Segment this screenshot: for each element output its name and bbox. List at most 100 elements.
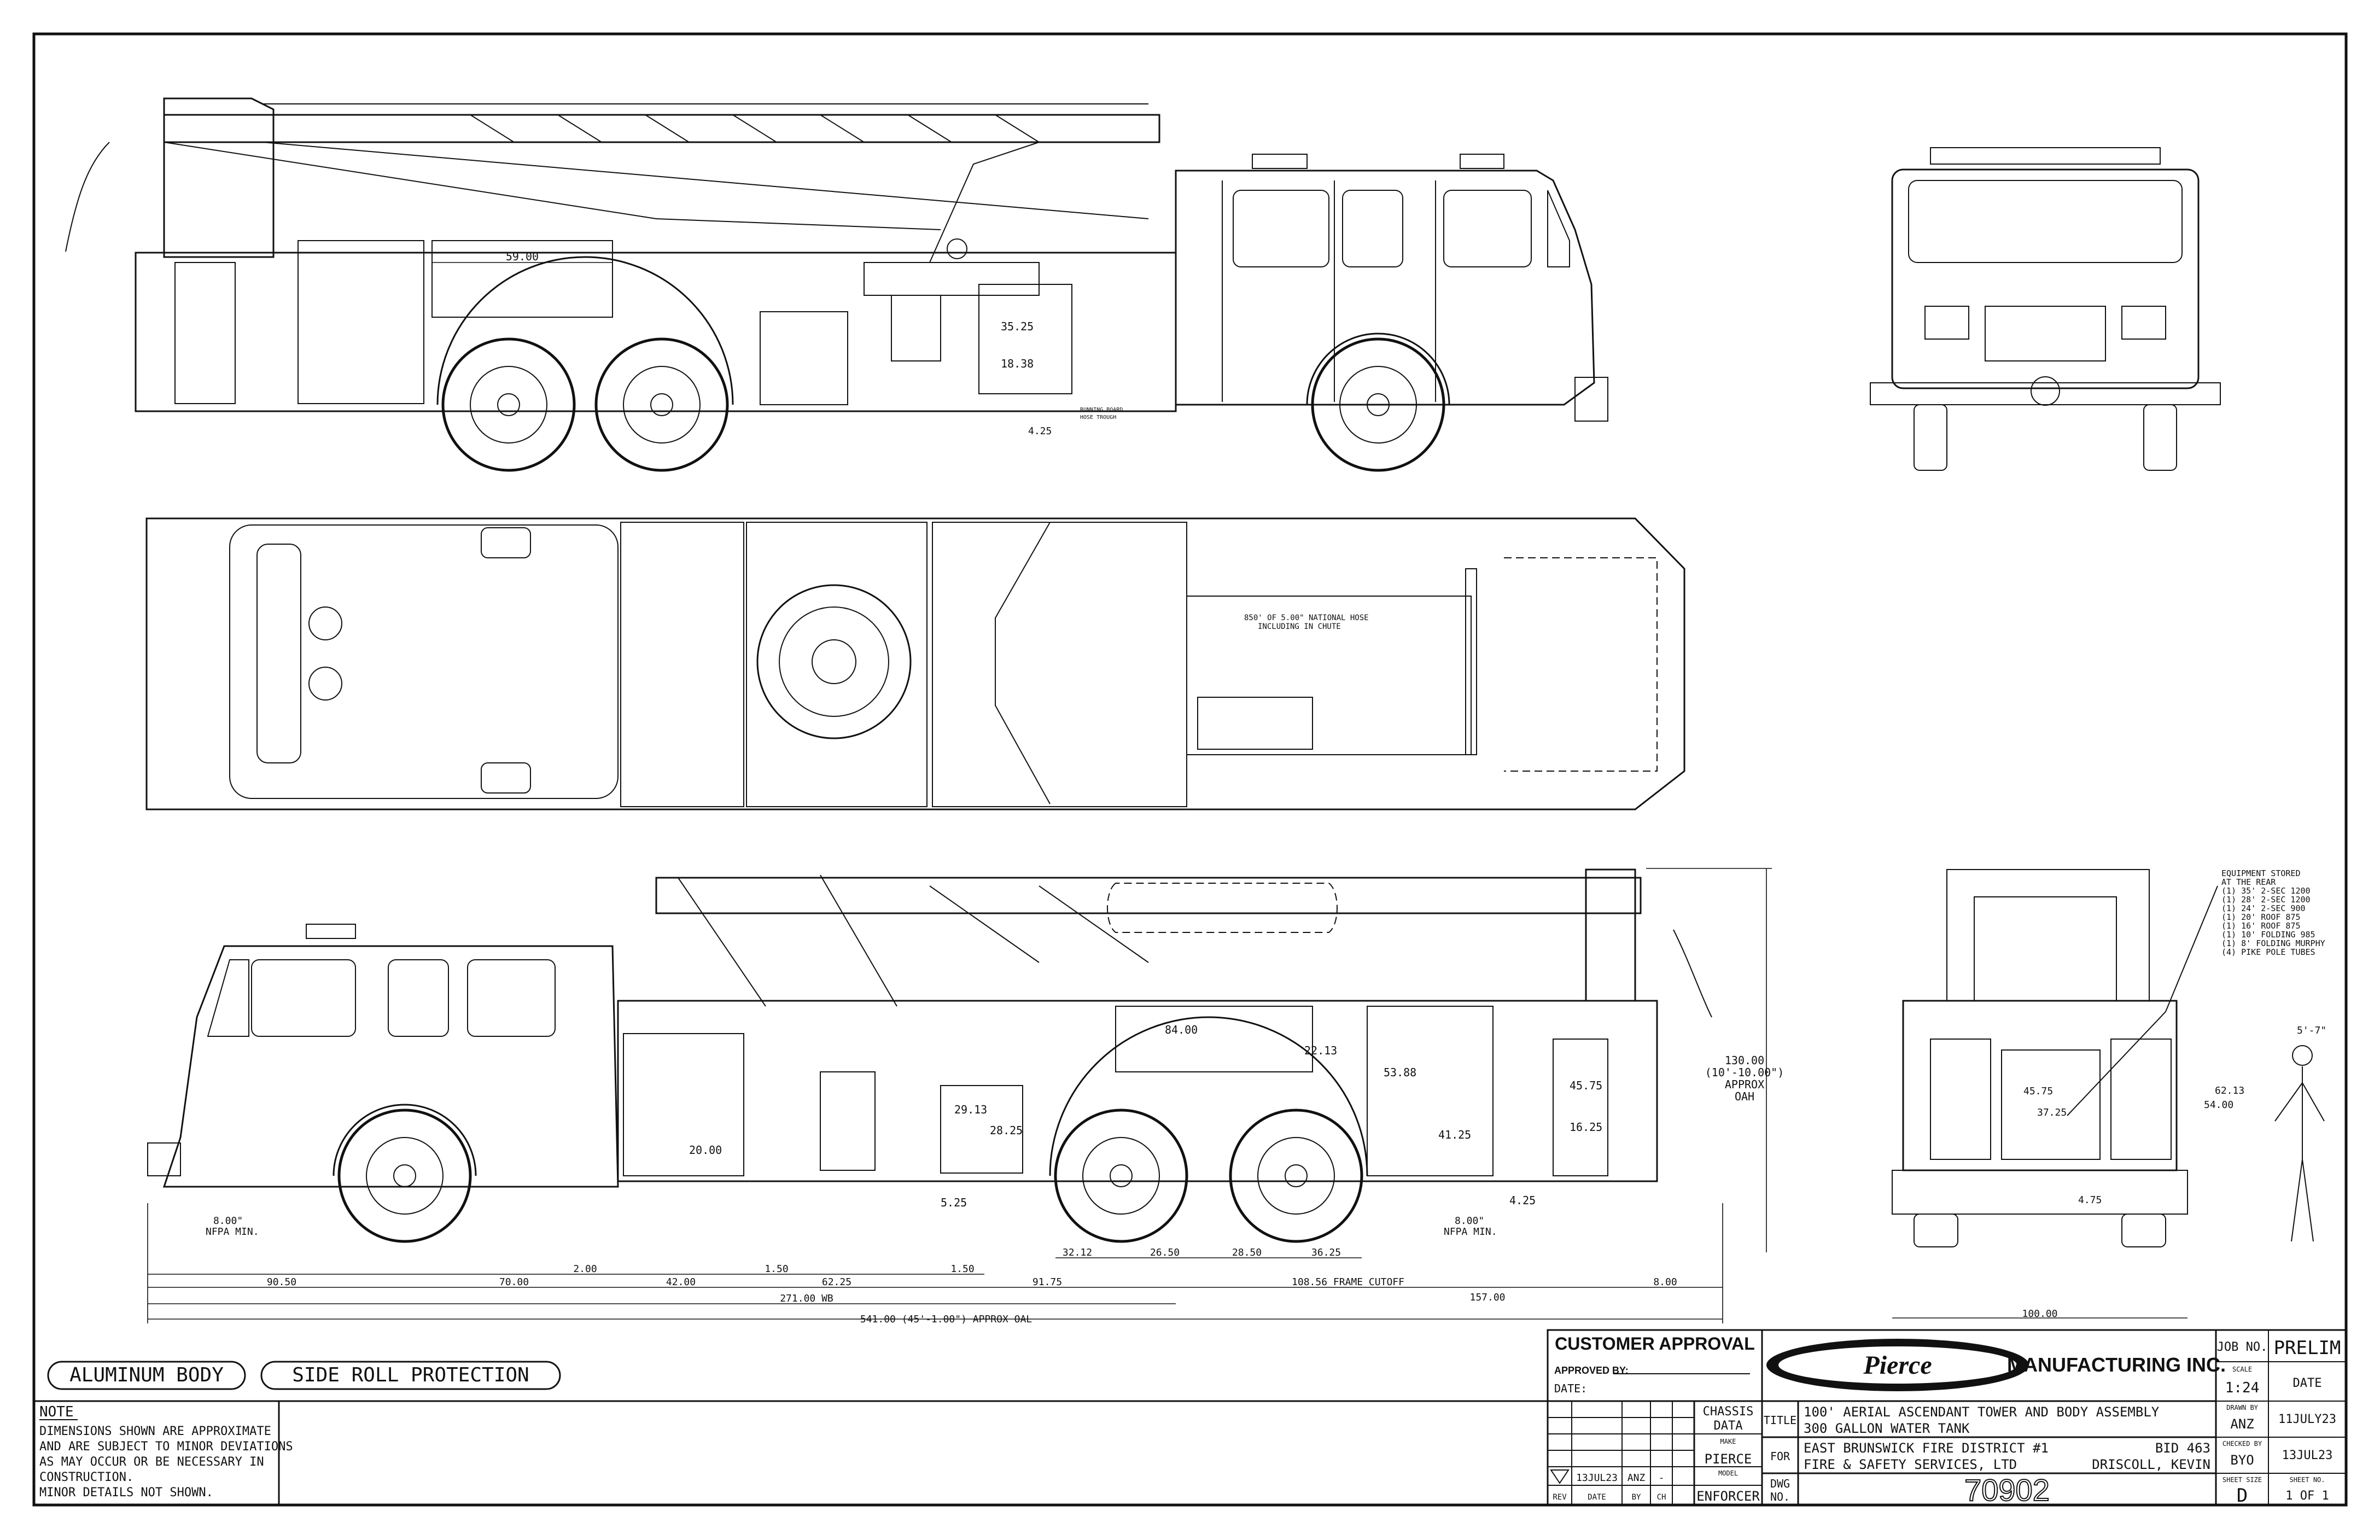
height-dim-3: APPROX	[1725, 1078, 1764, 1091]
dimension-rows: 2.00 1.50 1.50 32.12 26.50 28.50 36.25 9…	[147, 1203, 1723, 1325]
pierce-logo: Pierce	[1766, 1339, 2029, 1391]
badge-side-roll: SIDE ROLL PROTECTION	[292, 1364, 529, 1386]
note-line: DIMENSIONS SHOWN ARE APPROXIMATE	[39, 1425, 271, 1438]
checked-by-label: CHECKED BY	[2222, 1440, 2262, 1448]
scale-label: SCALE	[2232, 1366, 2252, 1373]
top-side-view: 59.00 35.25 18.38 4.25 RUNNING BOARD HOS…	[65, 97, 1608, 472]
for-label: FOR	[1770, 1450, 1790, 1463]
note-line: AS MAY OCCUR OR BE NECESSARY IN	[39, 1455, 264, 1469]
rev-row-ch: -	[1659, 1472, 1665, 1484]
row3-dim-5: 108.56 FRAME CUTOFF	[1292, 1276, 1404, 1288]
height-dim-2: (10'-10.00")	[1705, 1066, 1784, 1079]
plan-view: 850' OF 5.00" NATIONAL HOSE INCLUDING IN…	[145, 517, 1685, 810]
equipment-line: (1) 8' FOLDING MURPHY	[2221, 938, 2325, 948]
equipment-line: (1) 35' 2-SEC 1200	[2221, 886, 2311, 896]
date-label: DATE	[2293, 1376, 2322, 1390]
rear-dim-54: 54.00	[2204, 1099, 2233, 1111]
row3-dim-2: 42.00	[666, 1276, 696, 1288]
job-no-value: PRELIM	[2274, 1337, 2341, 1359]
equipment-line: EQUIPMENT STORED	[2221, 868, 2301, 878]
rev-header-rev: REV	[1553, 1493, 1567, 1502]
drawing-number: 70902	[1964, 1473, 2050, 1507]
bid-number: BID 463	[2155, 1440, 2210, 1456]
dim-29-13: 29.13	[954, 1103, 987, 1116]
badge-aluminum-body: ALUMINUM BODY	[69, 1364, 224, 1386]
note-line: AND ARE SUBJECT TO MINOR DEVIATIONS	[39, 1440, 293, 1454]
equipment-line: (1) 10' FOLDING 985	[2221, 930, 2315, 940]
wheelbase-dim: 271.00 WB	[780, 1293, 833, 1304]
hose-label-1: 850' OF 5.00" NATIONAL HOSE	[1244, 614, 1369, 622]
top-dim-35: 35.25	[1001, 320, 1034, 333]
row3-dim-0: 90.50	[267, 1276, 296, 1288]
salesperson: DRISCOLL, KEVIN	[2092, 1457, 2210, 1472]
dwg-label-2: NO.	[1770, 1490, 1790, 1503]
equipment-line: (1) 20' ROOF 875	[2221, 912, 2301, 922]
logo-wordmark: Pierce	[1863, 1351, 1932, 1380]
scale-value: 1:24	[2225, 1380, 2260, 1396]
chassis-label-1: CHASSIS	[1703, 1405, 1754, 1419]
dwg-label-1: DWG	[1770, 1477, 1790, 1490]
construction-badges: ALUMINUM BODY SIDE ROLL PROTECTION	[47, 1361, 561, 1390]
dim-16-25: 16.25	[1570, 1121, 1602, 1134]
info-column: JOB NO. PRELIM SCALE 1:24 DATE DRAWN BY …	[2215, 1329, 2347, 1507]
row3-dim-6: 157.00	[1469, 1292, 1505, 1303]
row1-dim-1: 1.50	[765, 1263, 788, 1275]
rear-dim-45-75: 45.75	[2023, 1086, 2053, 1097]
for-line-1: EAST BRUNSWICK FIRE DISTRICT #1	[1804, 1440, 2049, 1456]
dim-28-25: 28.25	[990, 1124, 1023, 1137]
top-dim-59: 59.00	[506, 250, 539, 263]
chassis-label-2: DATA	[1714, 1419, 1743, 1433]
sheet-size-label: SHEET SIZE	[2222, 1476, 2262, 1484]
sheet-no-label: SHEET NO.	[2289, 1476, 2325, 1484]
note-block: NOTE DIMENSIONS SHOWN ARE APPROXIMATE AN…	[34, 1400, 1548, 1505]
hose-label-2: INCLUDING IN CHUTE	[1258, 622, 1341, 631]
rear-dim-37-25: 37.25	[2037, 1107, 2067, 1118]
title-label: TITLE	[1764, 1414, 1796, 1427]
customer-approval-title: CUSTOMER APPROVAL	[1555, 1334, 1755, 1354]
drawn-by-value: ANZ	[2230, 1416, 2254, 1432]
job-no-label: JOB NO.	[2217, 1340, 2268, 1354]
height-dim-4: OAH	[1735, 1090, 1754, 1103]
equipment-line: (1) 28' 2-SEC 1200	[2221, 895, 2311, 905]
drawn-by-label: DRAWN BY	[2226, 1404, 2259, 1411]
for-line-2: FIRE & SAFETY SERVICES, LTD	[1804, 1457, 2017, 1472]
rev-header-date: DATE	[1588, 1493, 1606, 1502]
front-view	[1870, 147, 2221, 471]
title-line-1: 100' AERIAL ASCENDANT TOWER AND BODY ASS…	[1804, 1404, 2160, 1420]
equipment-line: (1) 16' ROOF 875	[2221, 921, 2301, 931]
row3-dim-1: 70.00	[499, 1276, 529, 1288]
row2-dim-3: 36.25	[1311, 1247, 1341, 1258]
title-block: CUSTOMER APPROVAL APPROVED BY: DATE: 13J…	[1547, 1329, 2347, 1508]
row3-dim-4: 91.75	[1032, 1276, 1062, 1288]
sheet-no-value: 1 OF 1	[2285, 1489, 2329, 1503]
drawn-date: 11JULY23	[2278, 1413, 2336, 1426]
rev-header-ch: CH	[1657, 1493, 1666, 1502]
dim-41-25: 41.25	[1438, 1128, 1471, 1141]
make-value: PIERCE	[1705, 1451, 1752, 1467]
hose-trough-label: HOSE TROUGH	[1080, 415, 1116, 421]
dim-5-25: 5.25	[941, 1196, 967, 1209]
note-line: MINOR DETAILS NOT SHOWN.	[39, 1486, 213, 1500]
company-name: MANUFACTURING INC.	[2007, 1354, 2226, 1376]
rear-width-dim: 100.00	[2022, 1308, 2057, 1320]
nfpa-left-2: NFPA MIN.	[206, 1226, 259, 1238]
row1-dim-0: 2.00	[573, 1263, 597, 1275]
revision-grid: 13JUL23 ANZ - REV DATE BY CH CHASSIS DAT…	[1547, 1400, 1763, 1506]
approved-by-label: APPROVED BY:	[1554, 1365, 1629, 1376]
model-label: MODEL	[1718, 1469, 1738, 1477]
checked-by-value: BYO	[2230, 1452, 2254, 1468]
height-dim-1: 130.00	[1725, 1054, 1764, 1067]
top-dim-18: 18.38	[1001, 357, 1034, 370]
dim-20: 20.00	[689, 1144, 722, 1157]
checked-date: 13JUL23	[2282, 1449, 2333, 1462]
note-title: NOTE	[39, 1404, 74, 1420]
human-scale-figure	[2274, 1045, 2325, 1242]
row3-dim-3: 62.25	[822, 1276, 851, 1288]
dim-4-25: 4.25	[1509, 1194, 1536, 1207]
equipment-line: (1) 24' 2-SEC 900	[2221, 903, 2306, 913]
approval-date-label: DATE:	[1554, 1382, 1587, 1395]
sheet-border	[32, 32, 2348, 1507]
dim-84: 84.00	[1165, 1023, 1198, 1036]
title-line-2: 300 GALLON WATER TANK	[1804, 1421, 1970, 1436]
overall-length-dim: 541.00 (45'-1.00") APPROX OAL	[860, 1314, 1032, 1325]
